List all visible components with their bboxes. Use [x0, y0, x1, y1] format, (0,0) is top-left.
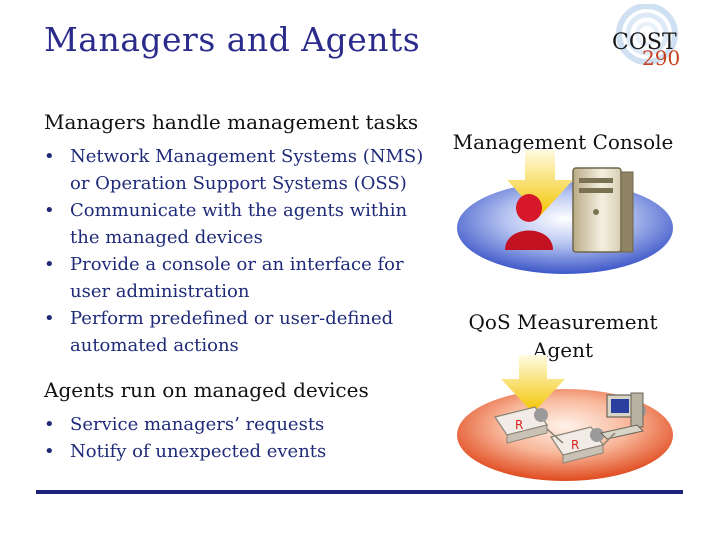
managers-bullet-list: • Network Management Systems (NMS) or Op… [42, 143, 442, 359]
list-item: • Perform predefined or user-defined aut… [42, 305, 442, 359]
bullet-line: Service managers’ requests [70, 414, 325, 435]
router-icon: R [494, 406, 548, 444]
computer-icon [600, 392, 644, 440]
svg-text:R: R [515, 418, 523, 432]
bullet-line: automated actions [70, 335, 239, 356]
agents-bullet-list: • Service managers’ requests • Notify of… [42, 411, 442, 465]
bullet-dot: • [44, 146, 55, 167]
list-item: • Service managers’ requests [42, 411, 442, 438]
bullet-line: Communicate with the agents within [70, 200, 408, 221]
connection-line-shape [546, 428, 564, 444]
blue-disc-shape [457, 182, 673, 274]
bullet-dot: • [44, 254, 55, 275]
router-icon: R [550, 426, 604, 464]
management-console-illustration [457, 150, 673, 274]
logo-text-290: 290 [642, 46, 681, 70]
user-icon [505, 194, 553, 250]
bullet-line: user administration [70, 281, 250, 302]
slide-title: Managers and Agents [44, 20, 421, 59]
connection-line-shape [602, 432, 616, 446]
bullet-line: Provide a console or an interface for [70, 254, 404, 275]
cost-logo-icon [616, 4, 678, 65]
down-arrow-icon [507, 150, 573, 216]
bullet-line: the managed devices [70, 227, 263, 248]
qos-agent-label-line1: QoS Measurement [468, 310, 658, 334]
bullet-dot: • [44, 308, 55, 329]
server-icon [572, 167, 634, 253]
qos-agent-illustration: R R [457, 355, 673, 481]
list-item: • Network Management Systems (NMS) or Op… [42, 143, 442, 197]
bottom-divider [36, 490, 683, 494]
bullet-dot: • [44, 200, 55, 221]
svg-text:R: R [571, 438, 579, 452]
agents-heading: Agents run on managed devices [44, 378, 369, 402]
list-item: • Notify of unexpected events [42, 438, 442, 465]
bullet-line: Notify of unexpected events [70, 441, 327, 462]
bullet-line: Perform predefined or user-defined [70, 308, 394, 329]
managers-heading: Managers handle management tasks [44, 110, 419, 134]
list-item: • Communicate with the agents within the… [42, 197, 442, 251]
bullet-line: Network Management Systems (NMS) [70, 146, 424, 167]
bullet-dot: • [44, 414, 55, 435]
bullet-line: or Operation Support Systems (OSS) [70, 173, 407, 194]
management-console-label: Management Console [452, 130, 674, 154]
bullet-dot: • [44, 441, 55, 462]
logo-text-cost: COST [612, 30, 677, 55]
down-arrow-icon [501, 355, 565, 413]
list-item: • Provide a console or an interface for … [42, 251, 442, 305]
